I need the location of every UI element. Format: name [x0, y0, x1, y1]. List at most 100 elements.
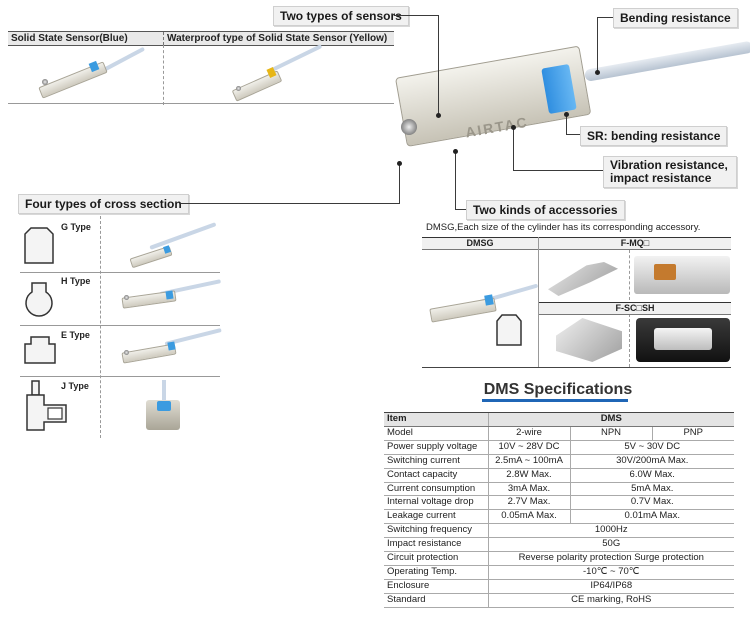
- cross-section-rule: [20, 376, 220, 377]
- accessory-clamp-image: [556, 318, 622, 362]
- leader-line: [399, 164, 400, 204]
- table-row: Impact resistance 50G: [384, 537, 734, 553]
- table-row: Enclosure IP64/IP68: [384, 579, 734, 594]
- accessories-note: DMSG,Each size of the cylinder has its c…: [426, 222, 701, 233]
- table-row: Model 2-wire NPN PNP: [384, 426, 734, 441]
- spec-value: 0.05mA Max.: [487, 509, 570, 525]
- accessory-col-fmq: F-MQ□: [539, 237, 731, 250]
- leader-line: [513, 128, 514, 171]
- spec-value: 30V/200mA Max.: [569, 454, 734, 469]
- table-row: Switching frequency 1000Hz: [384, 523, 734, 539]
- accessory-col-dmsg: DMSG: [422, 237, 538, 250]
- leader-dot: [436, 113, 441, 118]
- g-type-label: G Type: [61, 222, 91, 232]
- specs-header-dms: DMS: [487, 412, 734, 427]
- spec-value: -10℃ ~ 70℃: [487, 565, 734, 580]
- specs-table: Item DMS Model 2-wire NPN PNP Power supp…: [384, 412, 734, 608]
- specs-title-underline: [482, 399, 628, 402]
- spec-label: Switching frequency: [384, 523, 488, 539]
- spec-value: 3mA Max.: [487, 482, 570, 497]
- sensor-types-divider: [163, 45, 164, 105]
- spec-value: 2.7V Max.: [487, 495, 570, 511]
- sensor-type-yellow-label: Waterproof type of Solid State Sensor (Y…: [167, 33, 388, 44]
- e-type-label: E Type: [61, 330, 90, 340]
- leader-line: [181, 203, 399, 204]
- table-row: Power supply voltage 10V ~ 28V DC 5V ~ 3…: [384, 440, 734, 455]
- j-type-label: J Type: [61, 381, 89, 391]
- accessory-col-fsc: F-SC□SH: [539, 302, 731, 315]
- cross-section-rule: [20, 325, 220, 326]
- callout-two-types-sensors: Two types of sensors: [273, 6, 409, 26]
- leader-dot: [453, 149, 458, 154]
- leader-dot: [564, 112, 569, 117]
- spec-label: Internal voltage drop: [384, 495, 488, 511]
- specs-title: DMS Specifications: [483, 381, 633, 398]
- spec-label: Model: [384, 426, 488, 441]
- j-type-profile-icon: [26, 380, 67, 431]
- table-row: Internal voltage drop 2.7V Max. 0.7V Max…: [384, 495, 734, 511]
- leader-line: [455, 209, 466, 210]
- table-row: Circuit protection Reverse polarity prot…: [384, 551, 734, 566]
- spec-label: Impact resistance: [384, 537, 488, 553]
- leader-line: [566, 134, 580, 135]
- spec-value: 50G: [487, 537, 734, 553]
- e-type-profile-icon: [24, 336, 56, 364]
- spec-value: 0.7V Max.: [569, 495, 734, 511]
- spec-value: Reverse polarity protection Surge protec…: [487, 551, 734, 566]
- g-type-profile-icon: [24, 227, 54, 264]
- leader-dot: [595, 70, 600, 75]
- spec-value: 5V ~ 30V DC: [569, 440, 734, 455]
- spec-value: 0.01mA Max.: [569, 509, 734, 525]
- spec-value: PNP: [651, 426, 734, 441]
- accessory-bracket-image: [548, 262, 618, 296]
- h-type-profile-icon: [25, 282, 53, 317]
- spec-label: Contact capacity: [384, 468, 488, 483]
- spec-label: Enclosure: [384, 579, 488, 594]
- leader-line: [566, 115, 567, 135]
- accessory-divider: [538, 237, 539, 367]
- spec-label: Circuit protection: [384, 551, 488, 566]
- dmsg-profile-icon: [496, 314, 522, 346]
- table-row: Standard CE marking, RoHS: [384, 593, 734, 608]
- h-type-label: H Type: [61, 276, 91, 286]
- callout-bending-resistance: Bending resistance: [613, 8, 738, 28]
- leader-line: [597, 17, 598, 72]
- leader-line: [438, 15, 439, 115]
- callout-sr-bending: SR: bending resistance: [580, 126, 728, 146]
- accessory-cylinder-image: [634, 256, 730, 294]
- spec-value: 2.5mA ~ 100mA: [487, 454, 570, 469]
- accessory-divider: [629, 250, 630, 300]
- spec-value: NPN: [569, 426, 652, 441]
- cross-section-rule: [20, 272, 220, 273]
- spec-value: 2-wire: [487, 426, 570, 441]
- spec-value: 1000Hz: [487, 523, 734, 539]
- accessory-bottom-rule: [422, 367, 731, 368]
- table-row: Current consumption 3mA Max. 5mA Max.: [384, 482, 734, 497]
- table-row: Operating Temp. -10℃ ~ 70℃: [384, 565, 734, 580]
- callout-vibration: Vibration resistance, impact resistance: [603, 156, 737, 188]
- sensor-types-header: Solid State Sensor(Blue) Waterproof type…: [8, 31, 394, 46]
- table-row: Switching current 2.5mA ~ 100mA 30V/200m…: [384, 454, 734, 469]
- leader-line: [394, 15, 438, 16]
- spec-label: Current consumption: [384, 482, 488, 497]
- sensor-type-blue-label: Solid State Sensor(Blue): [8, 32, 164, 45]
- specs-header-item: Item: [384, 412, 488, 427]
- sensor-types-bottom-rule: [8, 103, 394, 104]
- callout-two-accessories: Two kinds of accessories: [466, 200, 625, 220]
- spec-value: IP64/IP68: [487, 579, 734, 594]
- spec-value: 5mA Max.: [569, 482, 734, 497]
- leader-dot: [397, 161, 402, 166]
- leader-line: [455, 152, 456, 210]
- spec-value: CE marking, RoHS: [487, 593, 734, 608]
- spec-label: Leakage current: [384, 509, 488, 525]
- spec-label: Standard: [384, 593, 488, 608]
- leader-line: [597, 17, 613, 18]
- leader-line: [513, 170, 603, 171]
- spec-value: 2.8W Max.: [487, 468, 570, 483]
- spec-value: 10V ~ 28V DC: [487, 440, 570, 455]
- spec-value: 6.0W Max.: [569, 468, 734, 483]
- table-row: Leakage current 0.05mA Max. 0.01mA Max.: [384, 509, 734, 525]
- table-row: Item DMS: [384, 412, 734, 427]
- accessory-cylinder-mount-image: [636, 318, 730, 362]
- callout-four-cross-section: Four types of cross section: [18, 194, 189, 214]
